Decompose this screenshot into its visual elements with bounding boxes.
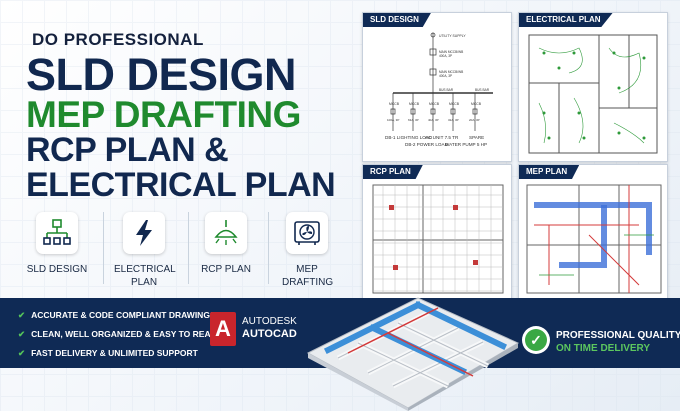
autocad-product: AUTOCAD — [242, 328, 297, 341]
panel-title: ELECTRICAL PLAN — [519, 13, 613, 27]
check-icon: ✔ — [18, 310, 26, 320]
service-electrical-plan: ELECTRICAL PLAN — [105, 212, 183, 289]
quality-line-1: PROFESSIONAL QUALITY — [556, 330, 680, 341]
sld-icon — [36, 212, 78, 254]
sld-branch-rating: 32A, 3P — [448, 118, 459, 122]
sld-branch-breaker: MCCB — [429, 102, 440, 106]
sld-busbar-label: BUS BAR — [475, 88, 490, 92]
mep-floor-plan — [526, 184, 662, 294]
sld-busbar-label: BUS BAR — [439, 88, 454, 92]
sld-branch-rating: 40A, 3P — [428, 118, 439, 122]
sld-branch-breaker: MCCB — [449, 102, 460, 106]
lightning-icon — [123, 212, 165, 254]
headline-kicker: DO PROFESSIONAL — [32, 30, 204, 49]
panel-title: SLD DESIGN — [363, 13, 431, 27]
sld-branch-load: WATER PUMP 5 HP — [445, 142, 487, 147]
panel-electrical-plan: ELECTRICAL PLAN — [518, 12, 668, 162]
sld-branch-rating: 20A, 3P — [469, 118, 480, 122]
headline-electrical-plan: ELECTRICAL PLAN — [26, 166, 336, 204]
autocad-logo-icon: A — [210, 312, 236, 346]
sld-branch-load: DB-1 LIGHTING LOAD — [385, 135, 433, 140]
headline-sld-design: SLD DESIGN — [26, 49, 297, 100]
divider — [103, 212, 104, 284]
sld-branch-load: AC UNIT 7.5 TR — [425, 135, 459, 140]
electrical-floor-plan — [528, 34, 658, 154]
panel-sld-design: SLD DESIGN UTILITY SUPPLY MAIN MCCB/WB 4… — [362, 12, 512, 162]
service-label: ELECTRICAL PLAN — [114, 264, 176, 288]
divider — [268, 212, 269, 284]
headline-rcp-plan: RCP PLAN & — [26, 131, 229, 169]
sld-branch-load: SPARE — [469, 135, 484, 140]
sld-main-breaker-label: MAIN MCCB/WB — [439, 70, 463, 74]
feature-item: ✔ACCURATE & CODE COMPLIANT DRAWINGS — [18, 310, 216, 320]
rcp-ceiling-plan — [372, 184, 504, 294]
sld-branch-load: DB-2 POWER LOAD — [405, 142, 449, 147]
3d-building-model — [306, 297, 520, 411]
autocad-brand: AUTODESK — [242, 316, 297, 328]
sld-main-breaker-label: MAIN MCCB/WB — [439, 50, 463, 54]
service-mep-drafting: MEP DRAFTING — [268, 212, 346, 289]
service-label: SLD DESIGN — [26, 264, 88, 275]
check-circle-icon: ✓ — [522, 326, 550, 354]
check-icon: ✔ — [18, 329, 26, 339]
sld-diagram: UTILITY SUPPLY MAIN MCCB/WB 400A, 3P MAI… — [385, 32, 493, 147]
service-label: MEP DRAFTING — [282, 264, 334, 288]
autocad-badge: A AUTODESK AUTOCAD — [210, 312, 297, 346]
quality-line-2: ON TIME DELIVERY — [556, 343, 651, 354]
sld-main-breaker-rating: 400A, 3P — [439, 54, 452, 58]
sld-utility-label: UTILITY SUPPLY — [439, 34, 466, 38]
check-icon: ✔ — [18, 348, 26, 358]
service-rcp-plan: RCP PLAN — [187, 212, 265, 277]
divider — [188, 212, 189, 284]
panel-mep-plan: MEP PLAN — [518, 164, 668, 300]
panel-rcp-plan: RCP PLAN — [362, 164, 512, 300]
headline-mep-drafting: MEP DRAFTING — [26, 94, 301, 135]
sld-branch-breaker: MCCB — [471, 102, 482, 106]
feature-item: ✔FAST DELIVERY & UNLIMITED SUPPORT — [18, 348, 198, 358]
sld-branch-rating: 100A, 3P — [387, 118, 399, 122]
sld-branch-breaker: MCCB — [389, 102, 400, 106]
ceiling-lamp-icon — [205, 212, 247, 254]
service-sld-design: SLD DESIGN — [18, 212, 96, 277]
sld-branch-breaker: MCCB — [409, 102, 420, 106]
panel-title: MEP PLAN — [519, 165, 580, 179]
panel-title: RCP PLAN — [363, 165, 423, 179]
hvac-fan-icon — [286, 212, 328, 254]
sld-branch-rating: 63A, 3P — [408, 118, 419, 122]
feature-item: ✔CLEAN, WELL ORGANIZED & EASY TO READ — [18, 329, 217, 339]
sld-main-breaker-rating: 400A, 3P — [439, 74, 452, 78]
service-label: RCP PLAN — [201, 264, 251, 275]
